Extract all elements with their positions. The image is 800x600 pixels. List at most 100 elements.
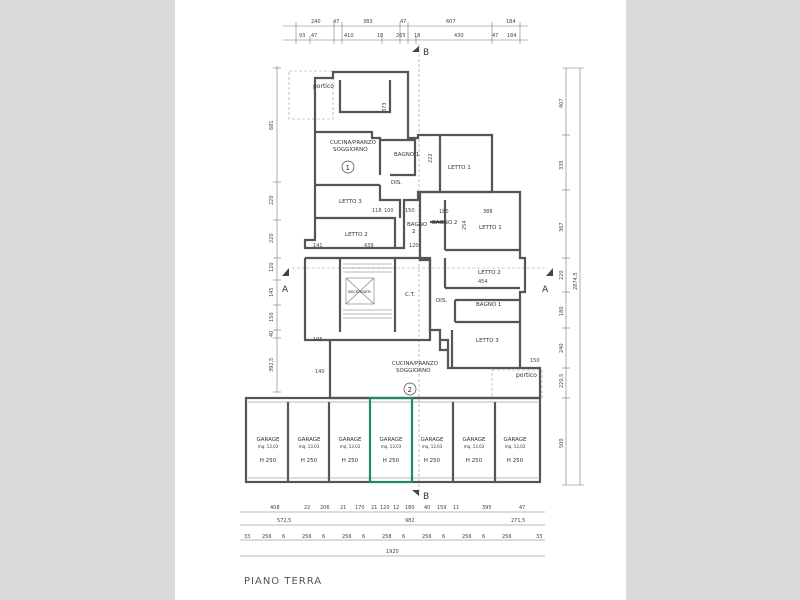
bagno-2-left-label: BAGNO: [407, 222, 428, 228]
bottom-dimensions: 408 22 206 21 170 21 120 12 180 40 159 1…: [240, 505, 545, 557]
unit-2-marker: [403, 382, 417, 396]
portico-top-label: portico: [313, 83, 334, 90]
dim-b3-9: 6: [402, 534, 405, 540]
section-mark-a-right: A: [542, 285, 549, 295]
dim-b3-10: 256: [422, 534, 432, 540]
dim-b1-13: 395: [482, 505, 492, 511]
section-mark-b-top: B: [423, 48, 429, 58]
dim-b1-3: 206: [320, 505, 330, 511]
dim-b2-3: 271,5: [511, 518, 525, 524]
dim-top2-4: 18: [377, 33, 383, 39]
dim-top-3: 383: [363, 19, 373, 25]
dim-left-4: 120: [269, 262, 275, 272]
dim-right-5: 180: [559, 306, 565, 316]
section-mark-a-left: A: [282, 285, 289, 295]
dim-top2-6: 18: [414, 33, 420, 39]
dim-b1-7: 120: [380, 505, 390, 511]
page-title: PIANO TERRA: [244, 576, 322, 587]
dim-left-6: 150: [269, 312, 275, 322]
dis-right-label: DIS.: [436, 298, 447, 304]
dim-b1-1: 408: [270, 505, 280, 511]
dim-right-8: 500: [559, 438, 565, 448]
dim-b1-10: 40: [424, 505, 430, 511]
dim-inner-140: 140: [315, 369, 325, 375]
dim-b3-7: 6: [362, 534, 365, 540]
bagno-1-left-label: BAGNO 1: [394, 152, 419, 158]
dim-b1-2: 22: [304, 505, 310, 511]
portico-top-outline: [288, 70, 334, 120]
dim-top2-8: 47: [492, 33, 498, 39]
dim-b2-2: 982: [405, 518, 415, 524]
dim-b3-5: 6: [322, 534, 325, 540]
dim-left-5: 145: [269, 287, 275, 297]
cucina-1-label: CUCINA/PRANZO: [330, 140, 377, 146]
dim-inner-254: 254: [462, 220, 468, 230]
dim-b3-1: 33: [244, 534, 250, 540]
garage-3-height: H 250: [342, 458, 359, 464]
garage-7-area: mq. 13,03: [505, 444, 526, 449]
garage-4-label: GARAGE: [379, 437, 403, 443]
dim-b3-12: 256: [462, 534, 472, 540]
section-line-a: A A: [282, 267, 553, 295]
bagno-2-left-num: 2: [412, 229, 416, 235]
letto-2-left-label: LETTO 2: [345, 232, 368, 238]
garage-5-height: H 250: [424, 458, 441, 464]
dim-b1-5: 170: [355, 505, 365, 511]
garage-block: [244, 396, 542, 484]
garage-1-area: mq. 13,03: [258, 444, 279, 449]
bagno-2-right-label: BAGNO 2: [432, 220, 457, 226]
dim-b1-14: 47: [519, 505, 525, 511]
garage-5-label: GARAGE: [420, 437, 444, 443]
garage-2-label: GARAGE: [297, 437, 321, 443]
letto-1-left-label: LETTO 1: [448, 165, 471, 171]
dim-inner-180: 180: [439, 209, 449, 215]
dim-b1-9: 180: [405, 505, 415, 511]
dim-left-1: 681: [269, 120, 275, 130]
dim-b3-13: 6: [482, 534, 485, 540]
dim-left-2: 220: [269, 195, 275, 205]
dim-top-4: 47: [400, 19, 406, 25]
cucina-2-label: CUCINA/PRANZO: [392, 361, 439, 367]
unit-2-number: 2: [408, 386, 412, 394]
garage-3-label: GARAGE: [338, 437, 362, 443]
ct-label: C.T.: [405, 292, 415, 298]
dim-left-8: 392,5: [269, 358, 275, 372]
elevator-shaft: [345, 277, 375, 305]
garage-3-area: mq. 13,03: [340, 444, 361, 449]
dim-inner-120: 120: [409, 243, 419, 249]
garage-2-area: mq. 13,03: [299, 444, 320, 449]
letto-2-right-label: LETTO 2: [478, 270, 501, 276]
highlighted-garage: [369, 397, 413, 483]
dim-right-7: 220,5: [559, 374, 565, 388]
room-labels: portico CUCINA/PRANZO SOGGIORNO 1 BAGNO …: [313, 83, 537, 396]
dim-inner-150: 150: [405, 208, 415, 214]
drawing-sheet: [175, 0, 626, 600]
dis-left-label: DIS.: [391, 180, 402, 186]
bagno-1-right-label: BAGNO 1: [476, 302, 501, 308]
dim-inner-100: 100: [384, 208, 394, 214]
section-mark-b-bottom: B: [423, 492, 429, 502]
dim-right-4: 220: [559, 270, 565, 280]
garage-1-height: H 250: [260, 458, 277, 464]
garage-2-height: H 250: [301, 458, 318, 464]
apartment-walls: [288, 70, 543, 400]
letto-3-left-label: LETTO 3: [339, 199, 362, 205]
garage-6-label: GARAGE: [462, 437, 486, 443]
dim-inner-141: 141: [313, 243, 323, 249]
dim-b3-6: 256: [342, 534, 352, 540]
dim-inner-454: 454: [478, 279, 488, 285]
dim-total: 1920: [386, 549, 399, 555]
garage-7-height: H 250: [507, 458, 524, 464]
garage-6-height: H 250: [466, 458, 483, 464]
dim-inner-150b: 150: [530, 358, 540, 364]
letto-3-right-label: LETTO 3: [476, 338, 499, 344]
dim-top2-2: 47: [311, 33, 317, 39]
letto-1-right-label: LETTO 1: [479, 225, 502, 231]
cucina-1-sublabel: SOGGIORNO: [333, 147, 368, 153]
dim-right-total: 2874,5: [573, 273, 579, 291]
dim-top2-3: 410: [344, 33, 354, 39]
stair-label: ascensore: [348, 289, 371, 295]
unit-1-marker: [341, 160, 355, 174]
